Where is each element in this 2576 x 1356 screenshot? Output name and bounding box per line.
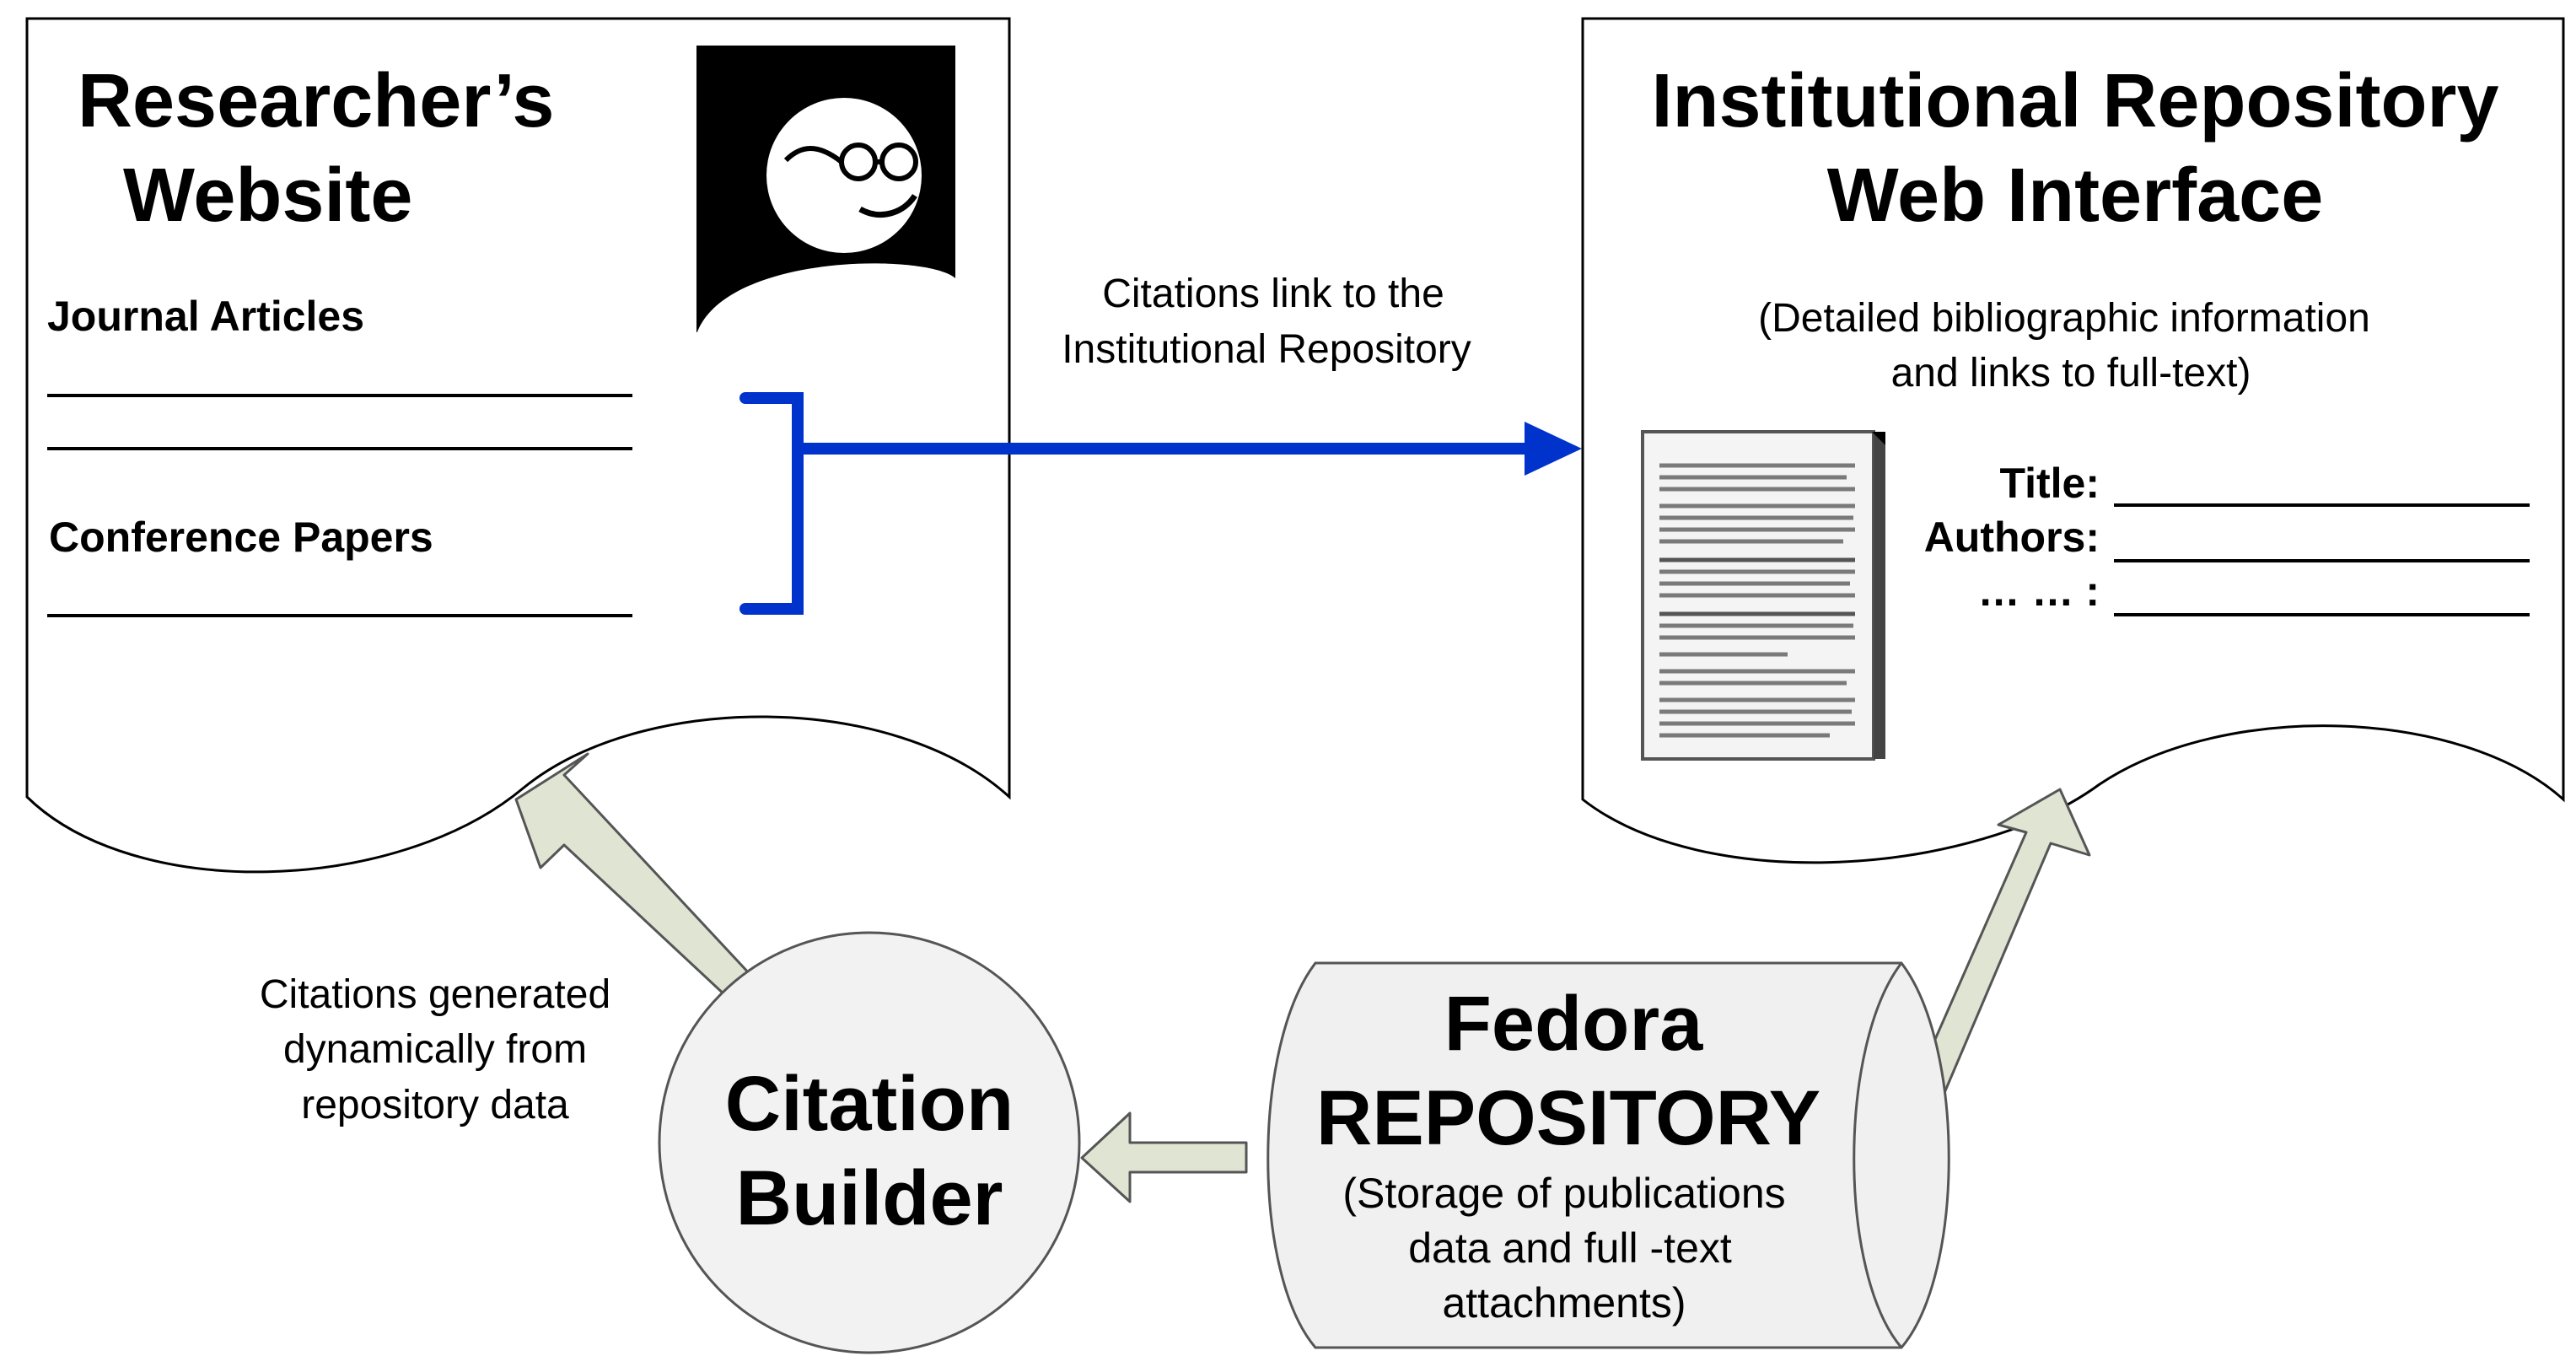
repository-web-page: Institutional Repository Web Interface (… [1581, 17, 2565, 864]
citations-link-note-line1: Citations link to the [1102, 272, 1444, 316]
researcher-website-title-line1: Researcher’s [78, 59, 554, 143]
fedora-repository-node [1266, 961, 1950, 1349]
builder-to-website-arrow [514, 752, 753, 999]
citations-generated-note-line3: repository data [301, 1083, 569, 1127]
researcher-website-title-line2: Website [123, 153, 412, 238]
conference-papers-heading: Conference Papers [49, 514, 433, 561]
fedora-label-line1: Fedora [1444, 981, 1704, 1067]
citations-generated-note-line2: dynamically from [283, 1027, 587, 1072]
journal-articles-heading: Journal Articles [47, 293, 364, 340]
citation-builder-label-line1: Citation [725, 1061, 1014, 1147]
citations-link-arrow [739, 392, 1582, 615]
fedora-desc-line1: (Storage of publications [1342, 1170, 1785, 1217]
fedora-desc-line2: data and full -text [1408, 1224, 1732, 1272]
citations-link-note-line2: Institutional Repository [1062, 327, 1471, 372]
researcher-avatar-icon [696, 46, 955, 334]
researcher-website-page: Researcher’s Website Journal Articles Co… [25, 17, 1011, 874]
repository-web-desc-line2: and links to full-text) [1891, 351, 2251, 396]
repository-web-outline [1581, 17, 2565, 864]
researcher-website-outline [25, 17, 1011, 874]
field-title-label: Title: [1999, 460, 2100, 507]
repository-web-title-line1: Institutional Repository [1651, 59, 2498, 143]
fedora-label-line2: REPOSITORY [1316, 1075, 1820, 1161]
citation-builder-node [658, 931, 1081, 1354]
fedora-desc-line3: attachments) [1442, 1279, 1686, 1326]
repository-web-title-line2: Web Interface [1827, 153, 2324, 238]
citation-builder-label-line2: Builder [736, 1155, 1003, 1241]
fedora-to-builder-arrow [1080, 1111, 1248, 1203]
field-authors-label: Authors: [1924, 514, 2100, 561]
citations-generated-note-line1: Citations generated [260, 972, 610, 1017]
field-more-label: … … : [1978, 568, 2100, 615]
repository-web-desc-line1: (Detailed bibliographic information [1758, 296, 2370, 341]
document-thumbnail-icon [1641, 430, 1885, 761]
